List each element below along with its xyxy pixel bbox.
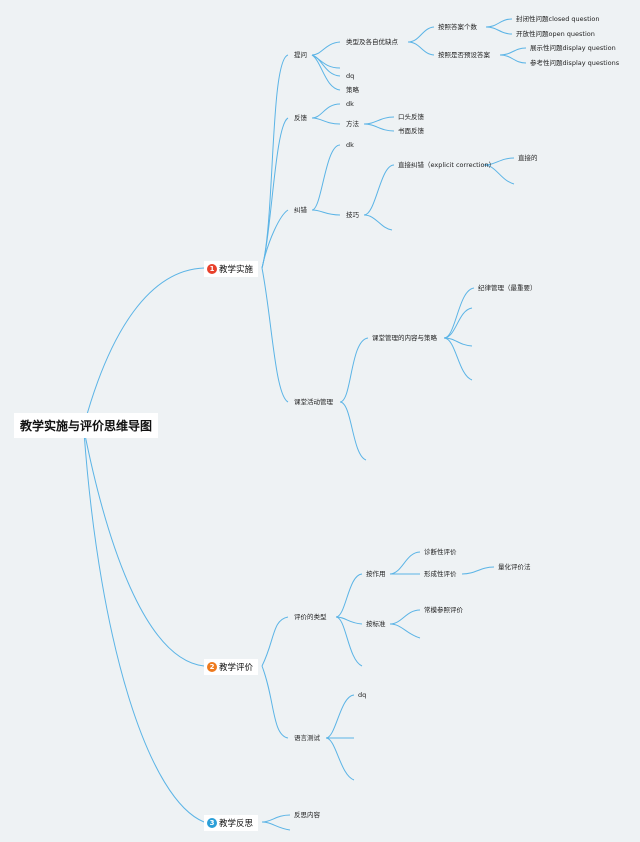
branch-teaching-reflection: 3 教学反思 xyxy=(204,815,259,831)
node-correction-dk: dk xyxy=(346,141,354,149)
node-management-content: 课堂管理的内容与策略 xyxy=(372,334,437,342)
node-types: 类型及各自优缺点 xyxy=(346,38,398,46)
node-method: 方法 xyxy=(346,120,359,128)
node-diagnostic: 诊断性评价 xyxy=(424,548,457,556)
node-technique: 技巧 xyxy=(346,211,359,219)
node-written-feedback: 书面反馈 xyxy=(398,127,424,135)
node-dq: dq xyxy=(346,72,355,80)
number-badge: 3 xyxy=(207,818,217,828)
node-by-answer-count: 按照答案个数 xyxy=(438,23,477,31)
node-oral-feedback: 口头反馈 xyxy=(398,113,424,121)
number-badge: 1 xyxy=(207,264,217,274)
node-by-function: 按作用 xyxy=(366,570,386,578)
branch-teaching-evaluation: 2 教学评价 xyxy=(204,659,259,675)
node-language-test: 语言测试 xyxy=(294,734,320,742)
node-error-correction: 纠错 xyxy=(294,206,307,214)
node-explicit-correction: 直接纠错（explicit correction） xyxy=(398,161,496,169)
node-test-dq: dq xyxy=(358,691,367,699)
node-feedback-dk: dk xyxy=(346,100,354,108)
node-closed-question: 封闭性问题closed question xyxy=(516,15,600,23)
node-evaluation-types: 评价的类型 xyxy=(294,613,327,621)
branch-label: 教学实施 xyxy=(219,265,254,275)
node-classroom-management: 课堂活动管理 xyxy=(294,398,333,406)
branch-label: 教学评价 xyxy=(219,663,254,673)
branch-teaching-implementation: 1 教学实施 xyxy=(204,261,259,277)
node-referential-question: 参考性问题display questions xyxy=(530,59,620,67)
number-badge: 2 xyxy=(207,662,217,672)
node-quantitative: 量化评价法 xyxy=(498,563,531,571)
node-strategy: 策略 xyxy=(346,86,359,94)
node-by-standard: 按标准 xyxy=(366,620,386,628)
node-open-question: 开放性问题open question xyxy=(516,30,595,38)
node-reflection-content: 反思内容 xyxy=(294,811,320,819)
node-discipline: 纪律管理（最重要） xyxy=(478,284,537,292)
branch-label: 教学反思 xyxy=(219,819,254,829)
node-feedback: 反馈 xyxy=(294,114,307,122)
node-norm-referenced: 常模参照评价 xyxy=(424,606,463,614)
node-formative: 形成性评价 xyxy=(424,570,457,578)
node-direct: 直接的 xyxy=(518,154,538,162)
node-display-question: 展示性问题display question xyxy=(530,44,616,52)
node-by-preset-answer: 按照是否预设答案 xyxy=(438,51,490,59)
root-topic: 教学实施与评价思维导图 xyxy=(14,413,159,438)
node-questioning: 提问 xyxy=(294,51,307,59)
